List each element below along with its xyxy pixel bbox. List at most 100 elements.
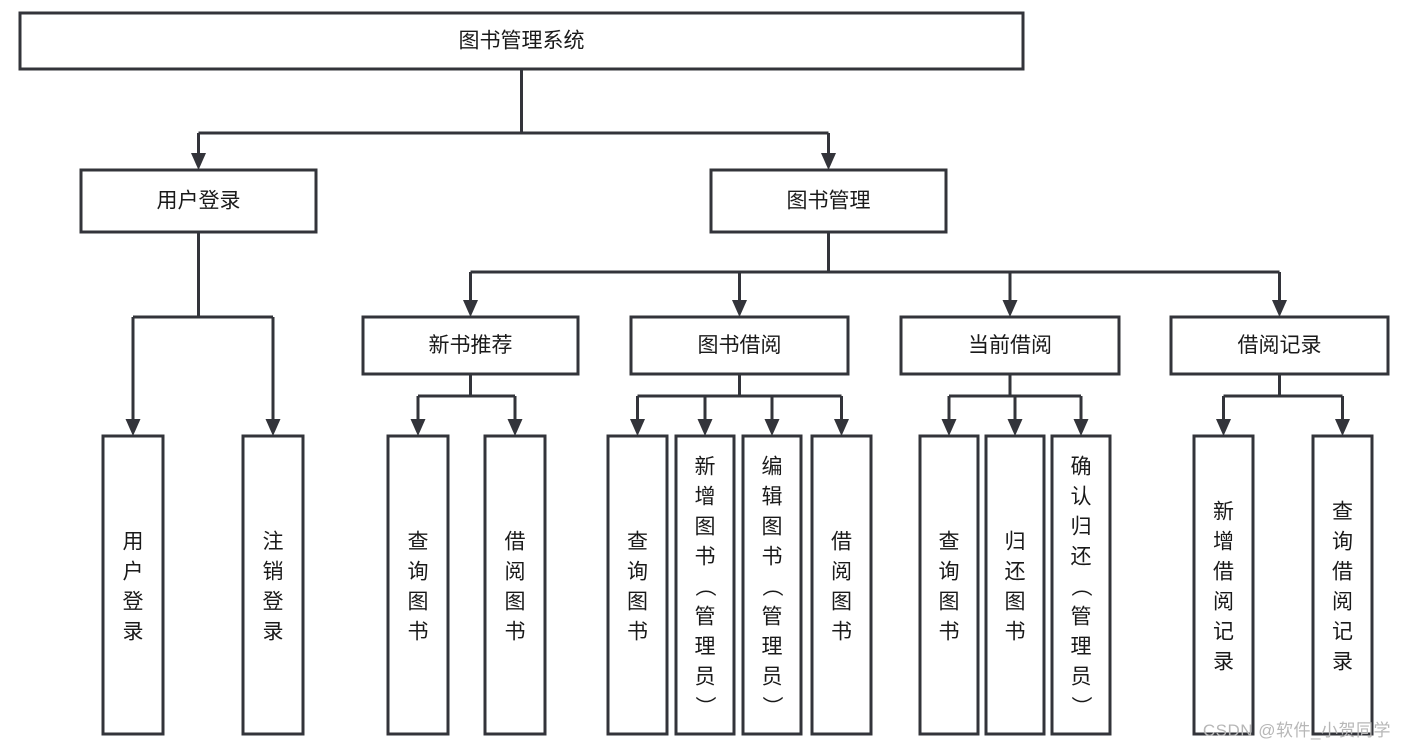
node-box[interactable]: [361, 315, 580, 376]
node-label: 图书借阅: [698, 334, 782, 357]
node-leaf-user-login[interactable]: 用户登录: [101, 434, 165, 736]
node-user-login[interactable]: 用户登录: [79, 168, 318, 234]
node-box[interactable]: [1169, 315, 1390, 376]
node-box[interactable]: [1311, 434, 1374, 736]
node-label-char: 书: [831, 620, 852, 643]
node-label-char: （: [1069, 576, 1092, 597]
arrow-head-icon: [191, 153, 206, 170]
node-box[interactable]: [709, 168, 948, 234]
node-book-borrow[interactable]: 图书借阅: [629, 315, 850, 376]
node-label-char: 图: [831, 590, 852, 613]
node-label-char: 员: [1071, 665, 1092, 688]
node-box[interactable]: [79, 168, 318, 234]
node-label-char: 录: [1213, 650, 1234, 673]
arrow-head-icon: [507, 419, 523, 436]
node-label-char: 增: [1213, 530, 1234, 553]
node-label-char: 编: [762, 455, 783, 478]
node-box[interactable]: [386, 434, 450, 736]
connector-layer: [125, 69, 1350, 436]
arrow-head-icon: [1073, 419, 1089, 436]
node-box[interactable]: [241, 434, 305, 736]
arrow-head-icon: [1002, 300, 1018, 317]
node-box[interactable]: [18, 11, 1025, 71]
node-current-borrow[interactable]: 当前借阅: [899, 315, 1121, 376]
node-label-char: 阅: [1213, 590, 1234, 613]
node-label-char: 借: [1332, 560, 1353, 583]
node-box[interactable]: [1050, 434, 1112, 736]
node-root[interactable]: 图书管理系统: [18, 11, 1025, 71]
node-box[interactable]: [1192, 434, 1255, 736]
node-box[interactable]: [674, 434, 736, 736]
node-label: 图书管理: [787, 190, 871, 213]
node-label-char: 阅: [1332, 590, 1353, 613]
node-label-char: 录: [263, 620, 284, 643]
node-box[interactable]: [984, 434, 1046, 736]
node-borrow-record[interactable]: 借阅记录: [1169, 315, 1390, 376]
node-box[interactable]: [741, 434, 803, 736]
node-box[interactable]: [483, 434, 547, 736]
node-label: 借阅记录: [1238, 334, 1322, 357]
node-label-char: 录: [1332, 650, 1353, 673]
node-label-char: ）: [1069, 696, 1092, 717]
node-label-char: 录: [123, 620, 144, 643]
node-label-char: 图: [408, 590, 429, 613]
node-label-char: 借: [1213, 560, 1234, 583]
node-label-char: 书: [762, 545, 783, 568]
node-label-char: 阅: [505, 560, 526, 583]
node-box[interactable]: [918, 434, 980, 736]
node-label-char: 用: [123, 530, 144, 553]
node-box[interactable]: [101, 434, 165, 736]
node-label-char: 查: [408, 530, 429, 553]
node-label-char: 图: [627, 590, 648, 613]
node-label-char: 登: [123, 590, 144, 613]
node-label-char: 书: [408, 620, 429, 643]
node-box[interactable]: [810, 434, 873, 736]
arrow-head-icon: [732, 300, 747, 317]
node-label-vertical: 用户登录: [123, 530, 144, 643]
node-label-char: 书: [505, 620, 526, 643]
arrow-head-icon: [834, 419, 849, 436]
node-label-char: （: [760, 576, 783, 597]
node-box[interactable]: [606, 434, 669, 736]
arrow-head-icon: [630, 419, 645, 436]
node-label-char: 查: [627, 530, 648, 553]
node-book-management[interactable]: 图书管理: [709, 168, 948, 234]
node-label-char: 归: [1071, 515, 1092, 538]
arrow-head-icon: [764, 419, 780, 436]
arrow-head-icon: [821, 153, 836, 170]
arrow-head-icon: [410, 419, 426, 436]
node-label-char: 询: [1332, 530, 1353, 553]
node-label-char: 还: [1071, 545, 1092, 568]
node-box[interactable]: [899, 315, 1121, 376]
node-new-book-recommend[interactable]: 新书推荐: [361, 315, 580, 376]
node-label-char: 询: [939, 560, 960, 583]
node-label-char: 户: [123, 560, 144, 583]
node-label-char: 归: [1005, 530, 1026, 553]
node-box[interactable]: [629, 315, 850, 376]
node-label-char: 还: [1005, 560, 1026, 583]
node-label-char: 注: [263, 530, 284, 553]
node-label-char: 图: [1005, 590, 1026, 613]
